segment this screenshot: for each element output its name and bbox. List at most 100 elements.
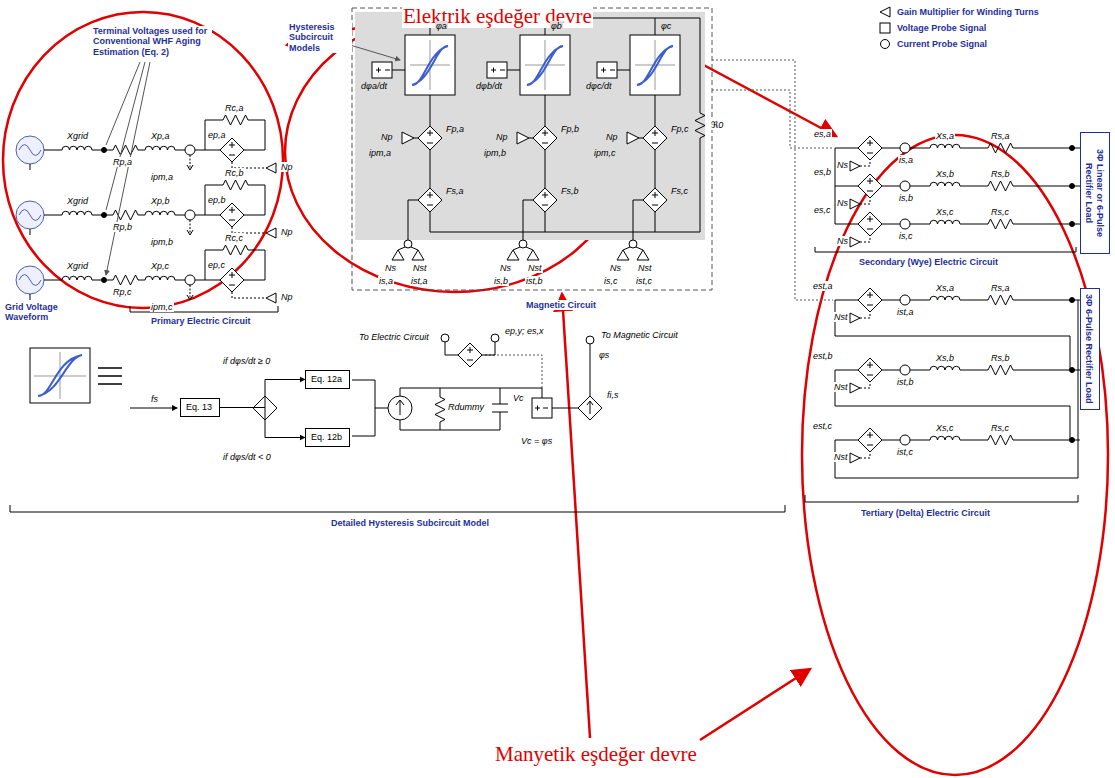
label-text: Ns <box>609 263 622 273</box>
secondary-circuit <box>835 212 1080 247</box>
hysteresis-subcircuit <box>130 408 177 409</box>
label-text: dφa/dt <box>360 81 388 91</box>
tertiary-circuit <box>835 288 1080 323</box>
voltage-probe-symbol <box>880 23 890 33</box>
legend-text: Gain Multiplier for Winding Turns <box>897 7 1039 17</box>
hysteresis-subcircuit <box>388 396 412 420</box>
label-text: Xs,b <box>935 169 955 179</box>
tertiary-circuit <box>835 428 1080 463</box>
label-text: Fp,a <box>445 124 465 134</box>
signal-wire <box>712 90 833 148</box>
label-text: To Magnetic Circuit <box>600 330 679 340</box>
label-text: Np <box>280 162 294 172</box>
label-text: ist,b <box>896 377 915 387</box>
primary-circuit <box>16 115 276 173</box>
secondary-circuit <box>835 174 1080 209</box>
legend: Gain Multiplier for Winding TurnsVoltage… <box>878 4 1039 52</box>
label-text: is,b <box>898 193 914 203</box>
hysteresis-subcircuit <box>435 394 445 424</box>
label-text: Nst <box>833 312 849 322</box>
magnetic-circuit <box>695 110 705 140</box>
label-text: ipm,a <box>150 172 174 182</box>
label-text: Rs,b <box>990 169 1011 179</box>
label-text: Terminal Voltages used for Conventional … <box>92 26 212 57</box>
hysteresis-subcircuit <box>441 334 449 342</box>
magnetic-region <box>352 8 712 290</box>
load-box: 3Φ 6-Pulse Rectifier Load <box>1080 288 1100 410</box>
hysteresis-subcircuit <box>578 396 602 420</box>
legend-symbol <box>878 6 892 18</box>
label-text: Xp,a <box>150 131 171 141</box>
label-text: est,c <box>812 421 833 431</box>
label-text: es,c <box>813 205 832 215</box>
label-text: ep,a <box>207 130 227 140</box>
label-text: Ns <box>836 160 849 170</box>
label-text: ist,a <box>896 307 915 317</box>
magnetic-circuit <box>487 18 570 260</box>
label-text: Rdummy <box>447 402 485 412</box>
red-annotation <box>802 135 1108 775</box>
legend-row: Gain Multiplier for Winding Turns <box>878 4 1039 20</box>
hysteresis-subcircuit <box>458 343 482 367</box>
label-text: ℜ0 <box>710 120 724 130</box>
hysteresis-subcircuit <box>98 368 122 384</box>
label-text: is,a <box>378 276 394 286</box>
label-text: is,a <box>898 155 914 165</box>
label-text: Xgrid <box>66 261 89 271</box>
magnetic-circuit <box>597 18 680 260</box>
legend-symbol <box>878 22 892 34</box>
connector-arrow <box>220 408 305 438</box>
label-text: Xp,c <box>150 261 170 271</box>
label-text: Nst <box>412 263 428 273</box>
label-text: Fs,c <box>670 186 689 196</box>
red-annotation <box>3 12 283 308</box>
magnetic-circuit <box>372 18 455 260</box>
legend-text: Current Probe Signal <box>897 39 987 49</box>
label-text: Xs,c <box>935 207 955 217</box>
load-box: 3Φ Linear or 6-Pulse Rectifier Load <box>1080 132 1110 254</box>
label-text: ipm,c <box>593 148 617 158</box>
label-text: ist,a <box>410 276 429 286</box>
hysteresis-subcircuit <box>30 348 90 403</box>
gain-symbol <box>880 7 890 17</box>
label-text: Hysteresis Subcircuit Models <box>288 22 352 53</box>
legend-text: Voltage Probe Signal <box>897 23 986 33</box>
label-text: if dφs/dt ≥ 0 <box>222 356 271 366</box>
secondary-circuit <box>815 247 1076 252</box>
label-text: est,b <box>812 351 834 361</box>
primary-circuit <box>16 245 276 303</box>
label-text: Rs,b <box>990 353 1011 363</box>
hysteresis-subcircuit <box>491 334 499 342</box>
label-text: Vc <box>512 393 525 403</box>
magnetic-circuit <box>350 18 705 260</box>
magnetic-region <box>352 8 712 290</box>
tertiary-circuit <box>835 300 1078 478</box>
label-text: Nst <box>833 452 849 462</box>
label-text: Ns <box>499 263 512 273</box>
label-text: Rs,a <box>990 131 1011 141</box>
node-text: 3Φ 6-Pulse Rectifier Load <box>1084 293 1094 405</box>
label-text: Nst <box>637 263 653 273</box>
hysteresis-subcircuit <box>445 342 495 355</box>
label-text: Rs,c <box>990 207 1010 217</box>
label-text: ist,b <box>525 276 544 286</box>
label-text: fi,s <box>606 390 620 400</box>
legend-row: Current Probe Signal <box>878 36 1039 52</box>
label-text: ep,y; es,x <box>504 326 545 336</box>
hysteresis-subcircuit <box>38 355 82 396</box>
tertiary-circuit <box>835 358 1080 393</box>
label-text: es,b <box>813 167 832 177</box>
label-text: φs <box>598 350 610 360</box>
hysteresis-subcircuit <box>535 406 578 411</box>
connector-arrow <box>220 380 305 408</box>
label-text: φa <box>435 21 448 31</box>
label-text: ist,c <box>896 447 914 457</box>
hysteresis-subcircuit <box>352 380 388 436</box>
label-text: Grid Voltage Waveform <box>4 302 68 323</box>
label-text: Nst <box>833 382 849 392</box>
label-text: ep,c <box>207 260 226 270</box>
hysteresis-subcircuit <box>586 336 594 344</box>
